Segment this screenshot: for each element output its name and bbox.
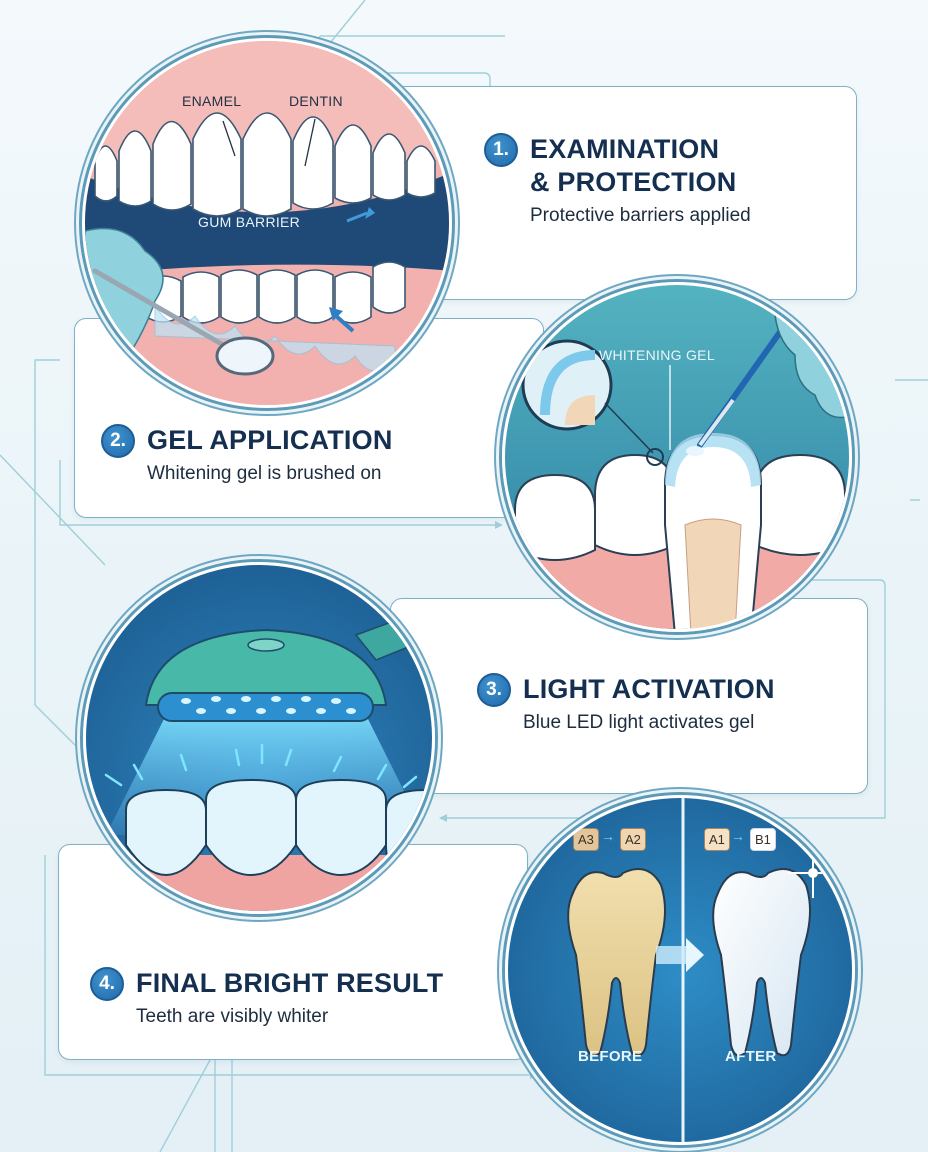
- shade-tab-after-end: B1: [750, 828, 776, 851]
- before-after-illustration: A3 → A2 A1 → B1 BEFORE AFTER: [505, 795, 855, 1145]
- step-title: LIGHT ACTIVATION: [523, 674, 775, 704]
- shade-arrow-after: →: [731, 828, 745, 844]
- step-number-badge: 1.: [484, 133, 518, 167]
- step-description: Protective barriers applied: [530, 205, 751, 226]
- step-1: 1. EXAMINATION & PROTECTION Protective b…: [484, 133, 751, 229]
- shade-arrow-before: →: [601, 828, 615, 844]
- light-activation-illustration: [83, 562, 435, 914]
- step-description: Whitening gel is brushed on: [147, 463, 382, 484]
- shade-tab-after-start: A1: [704, 828, 730, 851]
- step-4: 4. FINAL BRIGHT RESULT Teeth are visibly…: [90, 967, 443, 1030]
- step-3: 3. LIGHT ACTIVATION Blue LED light activ…: [477, 673, 775, 736]
- shade-tab-before-end: A2: [620, 828, 646, 851]
- step-title: EXAMINATION & PROTECTION: [530, 134, 737, 197]
- step-title: FINAL BRIGHT RESULT: [136, 968, 444, 998]
- after-label: AFTER: [725, 1048, 777, 1065]
- before-label: BEFORE: [578, 1048, 643, 1065]
- whitening-gel-label: WHITENING GEL: [599, 347, 715, 363]
- step-number-badge: 3.: [477, 673, 511, 707]
- gel-application-illustration: WHITENING GEL: [502, 282, 852, 632]
- shade-tab-before-start: A3: [573, 828, 599, 851]
- step-number-badge: 4.: [90, 967, 124, 1001]
- step-description: Teeth are visibly whiter: [136, 1006, 329, 1027]
- dentin-label: DENTIN: [289, 93, 343, 109]
- enamel-label: ENAMEL: [182, 93, 242, 109]
- step-title: GEL APPLICATION: [147, 425, 393, 455]
- examination-illustration: ENAMEL DENTIN GUM BARRIER: [82, 38, 452, 408]
- step-number-badge: 2.: [101, 424, 135, 458]
- gum-barrier-label: GUM BARRIER: [198, 214, 301, 230]
- step-2: 2. GEL APPLICATION Whitening gel is brus…: [101, 424, 393, 487]
- step-description: Blue LED light activates gel: [523, 712, 755, 733]
